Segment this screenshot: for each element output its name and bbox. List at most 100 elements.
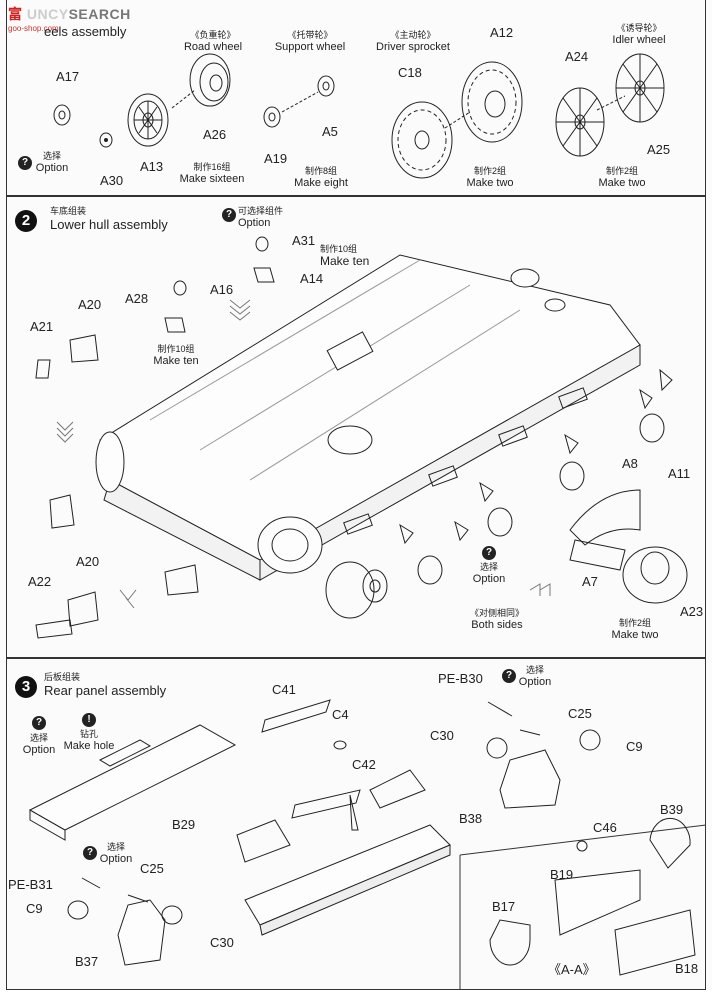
part-label-pe-b30: PE-B30 [438, 671, 483, 686]
support-wheel-a5 [317, 75, 335, 97]
part-label-c46: C46 [593, 820, 617, 835]
bracket-b37 [67, 877, 183, 966]
part-label-b37: B37 [75, 954, 99, 969]
part-label-c30: C30 [210, 935, 234, 950]
road-wheel-a13 [127, 93, 169, 147]
part-label-a23: A23 [680, 604, 704, 619]
watermark-url: goo-shop.com [8, 24, 59, 33]
road-wheel-en: Road wheel [183, 41, 243, 53]
watermark-char: 富 [8, 6, 23, 22]
part-label-a30: A30 [100, 173, 124, 188]
part-label-a22: A22 [28, 574, 52, 589]
detail-inset [459, 817, 707, 990]
part-label-c9-right: C9 [626, 739, 643, 754]
part-label-a20: A20 [78, 297, 102, 312]
step3-option-a-en: Option [22, 744, 56, 756]
idler-wheel-label: 《诱导轮》Idler wheel [612, 23, 665, 47]
question-icon: ? [502, 669, 516, 683]
support-wheel-a19 [263, 106, 281, 128]
idler-wheel-a24 [555, 87, 605, 157]
part-label-a28: A28 [125, 291, 149, 306]
suspension-arms [343, 368, 673, 585]
optional-en: Option [238, 217, 271, 229]
part-label-b29: B29 [172, 817, 196, 832]
step2-make-two-cn: 制作2组 [618, 618, 652, 628]
make-ten-a-cn: 制作10组 [320, 244, 358, 254]
guide-line [596, 95, 626, 111]
step2-option-en: Option [472, 573, 506, 585]
rear-plate-assembly [236, 699, 451, 936]
step2-frame [6, 196, 706, 658]
step2-title-cn: 车底组装 [50, 206, 87, 216]
part-label-a20-lower: A20 [76, 554, 100, 569]
part-label-b19: B19 [550, 867, 574, 882]
make-sixteen-cn: 制作16组 [193, 162, 231, 172]
make-two-a-cn: 制作2组 [473, 166, 507, 176]
make-eight-en: Make eight [294, 177, 348, 189]
question-icon: ? [482, 546, 496, 560]
step3-number: 3 [15, 676, 37, 698]
driver-sprocket-label: 《主动轮》Driver sprocket [376, 30, 450, 54]
part-label-a8: A8 [622, 456, 638, 471]
part-a17-hub [53, 104, 71, 126]
part-label-a16: A16 [210, 282, 234, 297]
bracket-b38 [486, 701, 601, 809]
optional-cn: 可选择组件 [238, 206, 284, 216]
step1-option-en: Option [35, 162, 69, 174]
part-label-b38: B38 [459, 811, 483, 826]
part-label-b18: B18 [675, 961, 699, 976]
lower-hull [95, 254, 641, 581]
section-aa-label: 《A-A》 [548, 962, 596, 977]
motion-arrows [56, 299, 551, 609]
part-label-a14: A14 [300, 271, 324, 286]
idler-wheel-en: Idler wheel [612, 34, 666, 46]
sprocket-c18 [391, 101, 453, 179]
step1-title: eels assembly [44, 24, 127, 39]
part-label-c25-right: C25 [568, 706, 592, 721]
step1-option-cn: 选择 [42, 151, 62, 161]
step3-option-a-cn: 选择 [29, 733, 49, 743]
part-label-a21: A21 [30, 319, 54, 334]
part-label-a19: A19 [264, 151, 288, 166]
small-brackets [35, 236, 275, 639]
part-label-c4: C4 [332, 707, 349, 722]
part-label-c9: C9 [26, 901, 43, 916]
final-drive [325, 561, 388, 619]
idler-mount [569, 489, 688, 604]
make-two-b-en: Make two [598, 177, 646, 189]
part-label-a17: A17 [56, 69, 80, 84]
driver-sprocket-en: Driver sprocket [376, 41, 450, 53]
step3-option-c-cn: 选择 [525, 665, 545, 675]
part-label-c42: C42 [352, 757, 376, 772]
step1-frame [6, 0, 706, 196]
part-label-c25: C25 [140, 861, 164, 876]
step2-number: 2 [15, 210, 37, 232]
part-label-a25: A25 [647, 142, 671, 157]
driver-sprocket-cn: 《主动轮》 [390, 30, 436, 40]
step3-option-b-cn: 选择 [106, 842, 126, 852]
part-label-pe-b31: PE-B31 [8, 877, 53, 892]
step2-title-en: Lower hull assembly [50, 217, 168, 232]
make-ten-b-cn: 制作10组 [157, 344, 195, 354]
make-ten-a-en: Make ten [320, 254, 370, 268]
sprocket-a12 [461, 61, 523, 143]
make-two-b-cn: 制作2组 [605, 166, 639, 176]
rear-panel-b29 [28, 724, 237, 841]
step3-title-cn: 后板组装 [44, 672, 81, 682]
part-label-a13: A13 [140, 159, 164, 174]
part-a30-cap [99, 132, 113, 148]
step3-title-en: Rear panel assembly [44, 683, 167, 698]
part-label-a5: A5 [322, 124, 338, 139]
exclamation-icon: ! [82, 713, 96, 727]
